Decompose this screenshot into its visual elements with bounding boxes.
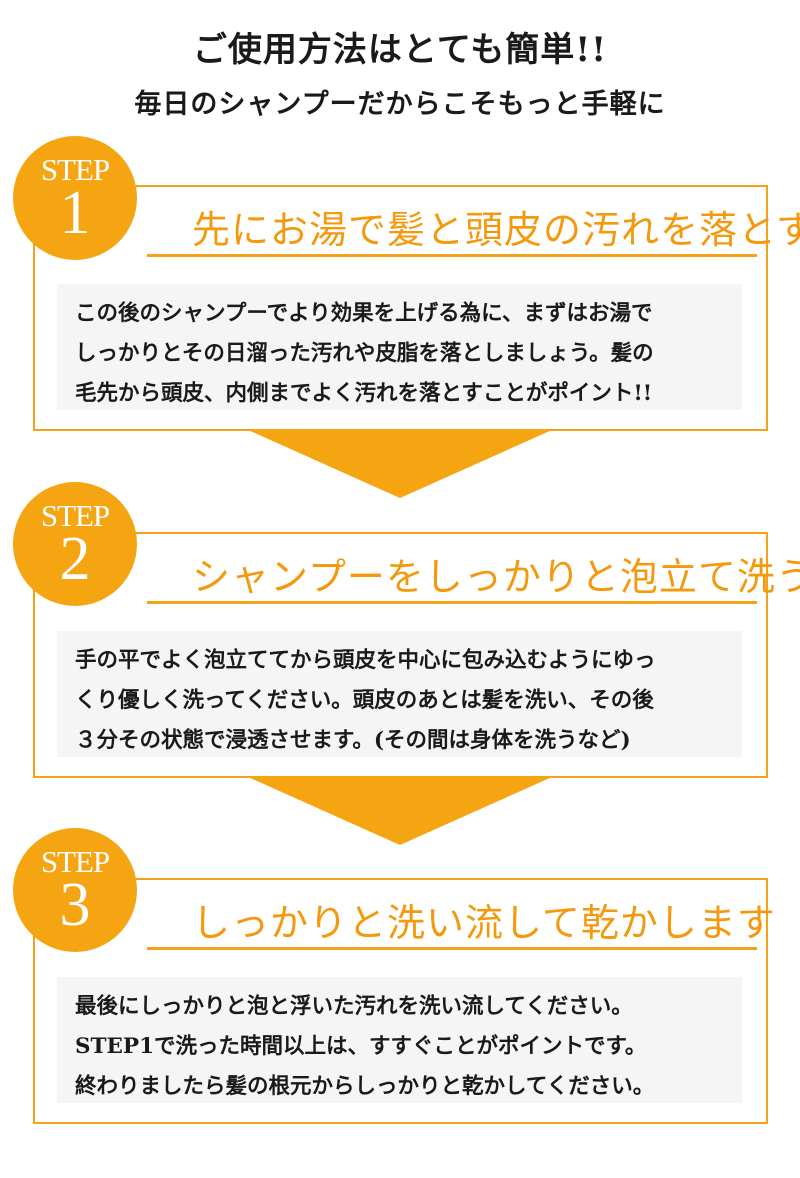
step-1-down-arrow bbox=[248, 430, 552, 498]
step-2-card: シャンプーをしっかりと泡立て洗う 手の平でよく泡立ててから頭皮を中心に包み込むよ… bbox=[33, 532, 800, 778]
step-3-badge: STEP 3 bbox=[13, 828, 137, 952]
step-2-down-arrow bbox=[248, 777, 552, 845]
step-2-number: 2 bbox=[59, 525, 91, 593]
step-3-number: 3 bbox=[59, 871, 91, 939]
step-1-heading: 先にお湯で髪と頭皮の汚れを落とす bbox=[192, 208, 800, 252]
step-1-description: この後のシャンプーでより効果を上げる為に、まずはお湯で しっかりとその日溜った汚… bbox=[57, 284, 742, 410]
page-subtitle: 毎日のシャンプーだからこそもっと手軽に bbox=[134, 89, 666, 120]
step-2-badge: STEP 2 bbox=[13, 482, 137, 606]
step-1-number: 1 bbox=[59, 179, 91, 247]
step-3-label: STEP bbox=[40, 844, 110, 879]
step-2-description: 手の平でよく泡立ててから頭皮を中心に包み込むようにゆっ くり優しく洗ってください… bbox=[57, 631, 742, 757]
step-3-description: 最後にしっかりと泡と浮いた汚れを洗い流してください。 STEP1で洗った時間以上… bbox=[57, 977, 742, 1103]
step-1-label: STEP bbox=[40, 152, 110, 187]
step-2-heading-rule bbox=[147, 601, 757, 604]
step-2-label: STEP bbox=[40, 498, 110, 533]
step-3-heading-rule bbox=[147, 947, 757, 950]
page-title: ご使用方法はとても簡単!! bbox=[192, 30, 608, 70]
step-2-heading: シャンプーをしっかりと泡立て洗う bbox=[192, 555, 800, 599]
step-3-heading: しっかりと洗い流して乾かします bbox=[192, 901, 776, 945]
step-1-card: 先にお湯で髪と頭皮の汚れを落とす この後のシャンプーでより効果を上げる為に、まず… bbox=[33, 185, 800, 431]
step-1-badge: STEP 1 bbox=[13, 136, 137, 260]
step-1-heading-rule bbox=[147, 254, 757, 257]
step-3-card: しっかりと洗い流して乾かします 最後にしっかりと泡と浮いた汚れを洗い流してくださ… bbox=[33, 878, 775, 1124]
